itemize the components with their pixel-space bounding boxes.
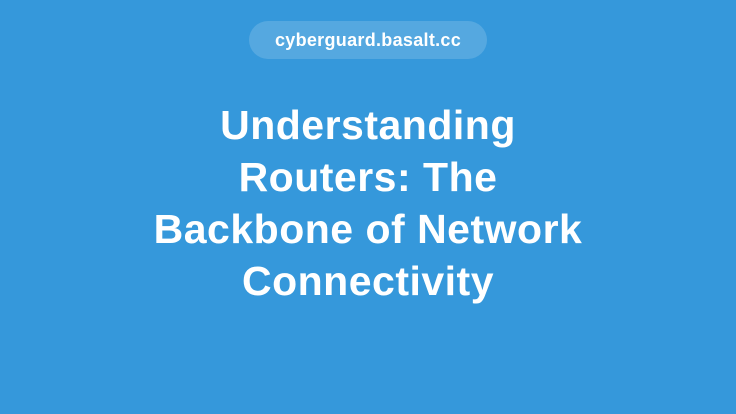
page-title-line: Routers: The xyxy=(238,154,498,200)
page-title-line: Connectivity xyxy=(241,258,495,304)
page-title-line: Backbone of Network xyxy=(153,206,583,252)
domain-badge: cyberguard.basalt.cc xyxy=(248,21,488,59)
page-title-line: Understanding xyxy=(220,102,516,148)
page-title: Understanding Routers: The Backbone of N… xyxy=(154,99,583,307)
domain-badge-label: cyberguard.basalt.cc xyxy=(274,29,462,50)
